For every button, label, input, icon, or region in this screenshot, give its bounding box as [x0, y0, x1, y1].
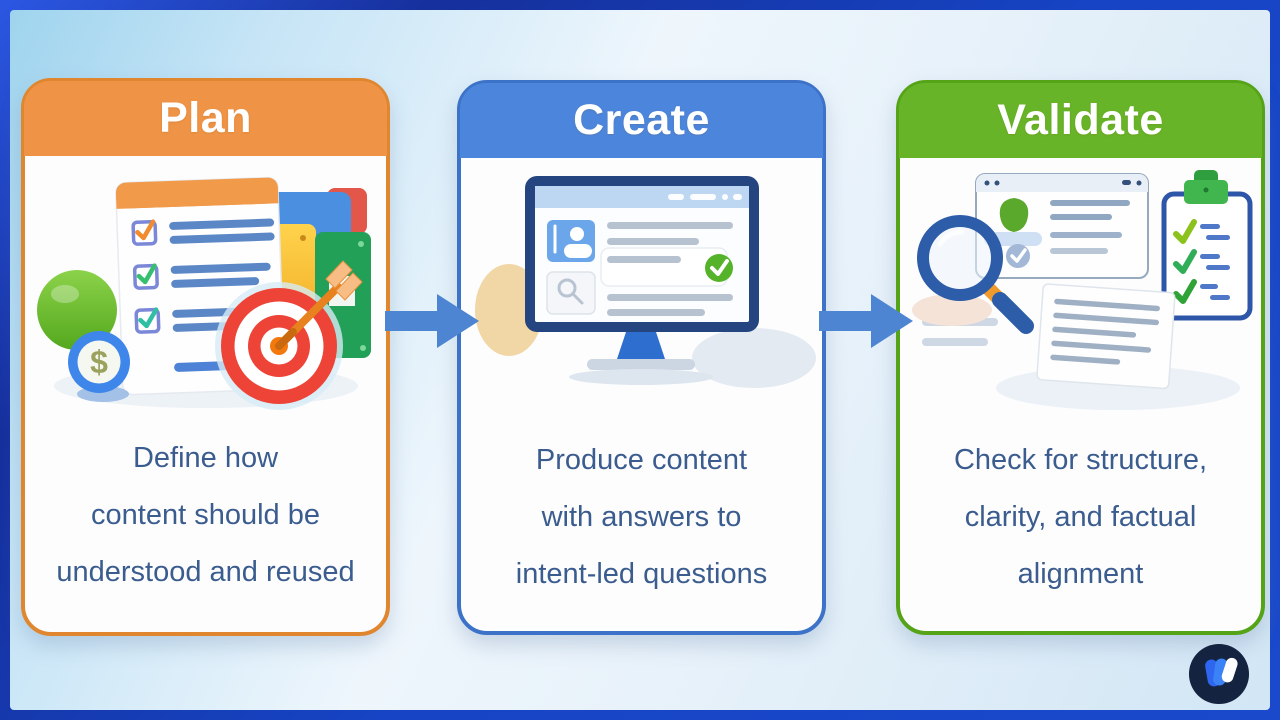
shield-icon: [999, 198, 1029, 232]
desc-line: understood and reused: [56, 556, 355, 588]
green-check-icon: [705, 254, 733, 282]
peach-blob: [912, 294, 992, 326]
green-blob: [37, 270, 117, 350]
arrow-create-to-validate-icon: [819, 289, 913, 353]
text-line: [922, 338, 988, 346]
desc-line: content should be: [91, 499, 320, 531]
check-badge-icon: [1006, 244, 1030, 268]
dollar-coin-icon: $: [68, 331, 130, 402]
logo-w-glyph: [1205, 657, 1238, 687]
card-validate-header: Validate: [899, 83, 1262, 158]
validate-illustration: [900, 160, 1261, 424]
card-plan: Plan: [21, 78, 390, 636]
search-subcard-icon: [546, 271, 596, 315]
desc-line: Produce content: [535, 444, 748, 476]
monitor-base: [587, 359, 695, 370]
card-create: Create: [457, 80, 826, 635]
create-illustration: [461, 160, 822, 424]
card-plan-header: Plan: [24, 81, 387, 156]
profile-card-icon: [547, 220, 595, 262]
browser-window-icon: [975, 173, 1149, 279]
card-plan-description: Define how content should be understood …: [31, 430, 380, 601]
desc-line: with answers to: [541, 501, 742, 533]
card-create-header: Create: [460, 83, 823, 158]
card-validate: Validate: [896, 80, 1265, 635]
validate-illustration-svg: [912, 170, 1253, 410]
card-create-description: Produce content with answers to intent-l…: [467, 432, 816, 603]
monitor-stand: [617, 332, 665, 359]
plan-illustration: $: [25, 158, 386, 422]
desc-line: alignment: [1017, 558, 1144, 590]
create-illustration-svg: [475, 176, 816, 388]
plan-illustration-svg: $: [37, 176, 371, 410]
brand-logo: [1188, 643, 1250, 705]
card-plan-title: Plan: [159, 94, 252, 142]
gray-blob: [692, 328, 816, 388]
card-validate-description: Check for structure, clarity, and factua…: [906, 432, 1255, 603]
desc-line: clarity, and factual: [964, 501, 1197, 533]
soft-shadow: [569, 369, 713, 385]
monitor-icon: [525, 176, 759, 332]
magnifier-icon: [917, 215, 1034, 334]
document-icon: [1036, 283, 1176, 390]
svg-text:$: $: [90, 344, 108, 380]
card-validate-title: Validate: [997, 96, 1164, 144]
arrow-plan-to-create-icon: [385, 289, 479, 353]
desc-line: Check for structure,: [953, 444, 1208, 476]
desc-line: Define how: [132, 442, 279, 474]
clipboard-icon: [1161, 170, 1253, 321]
card-create-title: Create: [573, 96, 710, 144]
desc-line: intent-led questions: [515, 558, 768, 590]
target-icon: [215, 260, 363, 410]
